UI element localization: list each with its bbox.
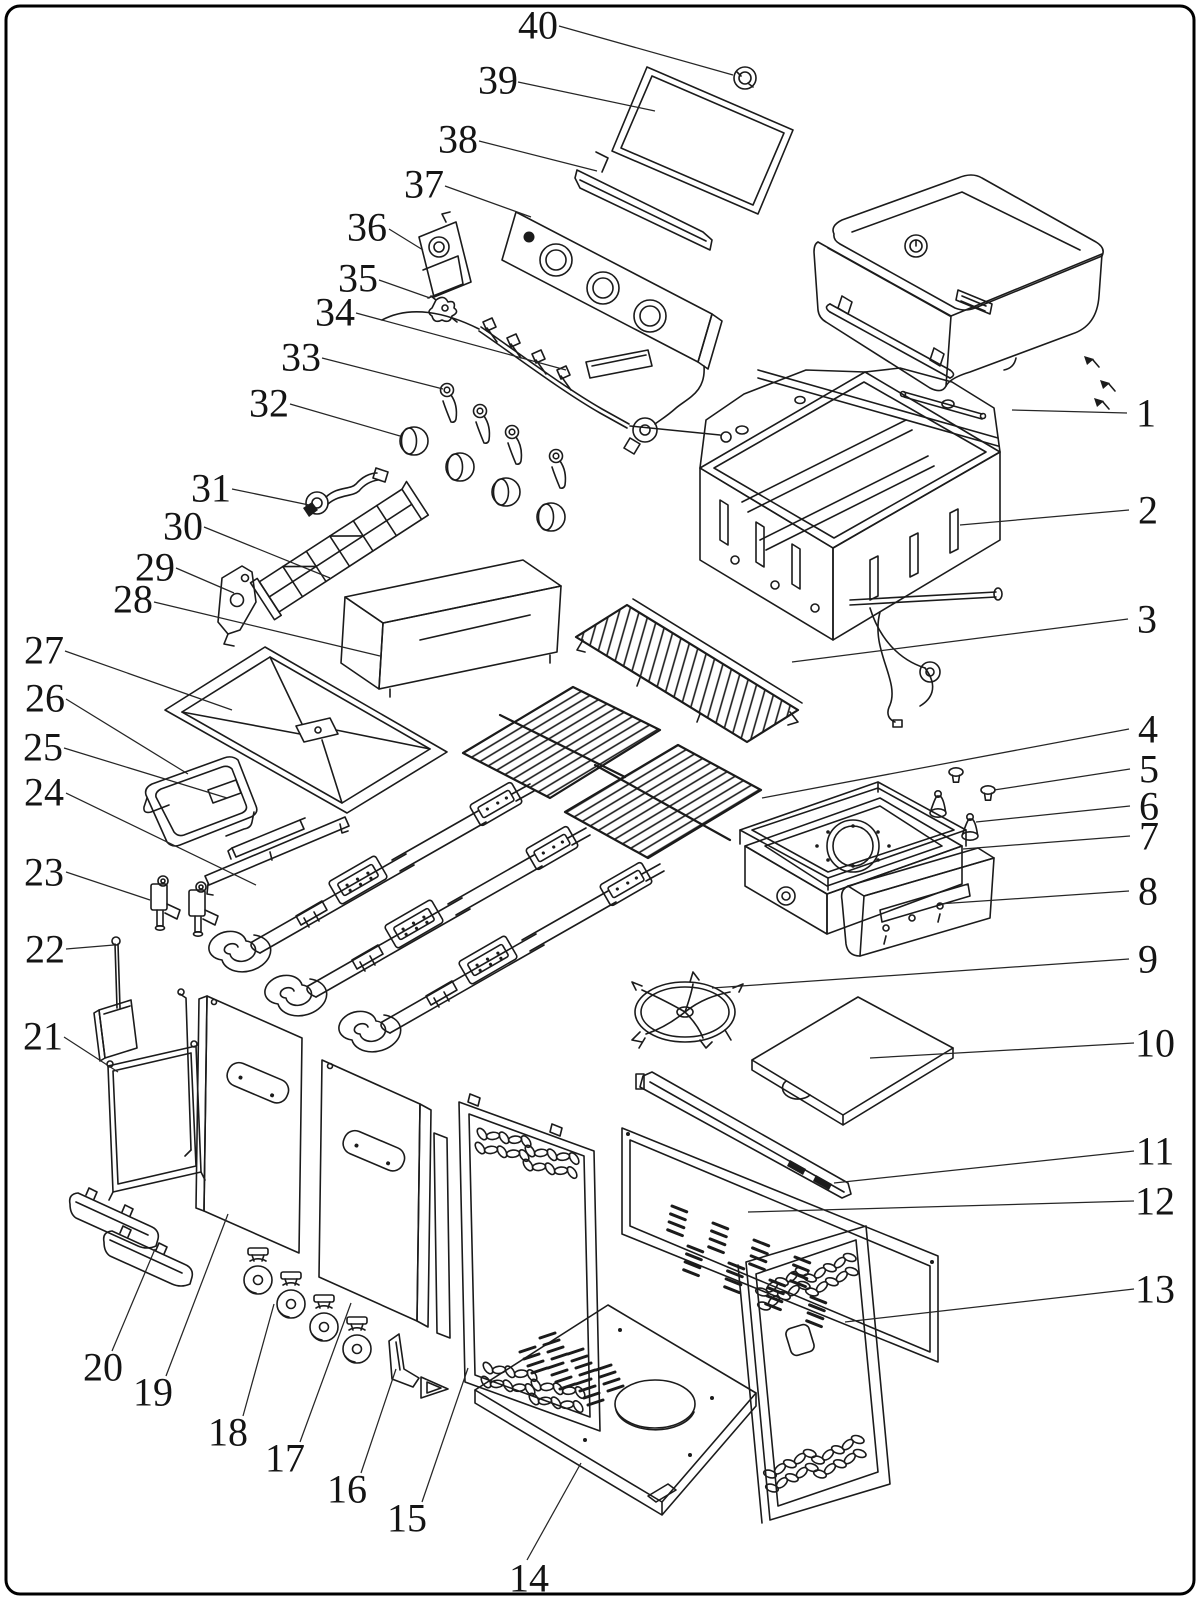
part-label-10: 10	[1135, 1021, 1175, 1066]
part-label-16: 16	[327, 1467, 367, 1512]
part-15-side-panel-drawing	[433, 1093, 601, 1432]
part-label-17: 17	[265, 1436, 305, 1481]
part-4-cooking-grates-drawing	[461, 685, 763, 860]
part-11-support-rail-drawing	[635, 1071, 852, 1199]
part-label-7: 7	[1139, 814, 1159, 859]
part-label-21: 21	[23, 1014, 63, 1059]
part-label-2: 2	[1138, 488, 1158, 533]
part-label-29: 29	[135, 545, 175, 590]
part-label-25: 25	[23, 725, 63, 770]
part-40-lid-knob-drawing	[733, 66, 757, 90]
part-label-19: 19	[133, 1370, 173, 1415]
part-label-23: 23	[24, 850, 64, 895]
side-burner-pan-drawing	[744, 797, 963, 935]
part-label-18: 18	[208, 1410, 248, 1455]
part-label-22: 22	[25, 927, 65, 972]
part-19-left-door-drawing	[195, 995, 303, 1254]
part-label-32: 32	[249, 381, 289, 426]
part-27-drip-pan-drawing	[164, 646, 448, 814]
part-label-4: 4	[1138, 707, 1158, 752]
part-10-side-shelf-drawing	[751, 996, 954, 1126]
part-28-grease-box-drawing	[340, 559, 562, 698]
part-14-bottom-panel-drawing	[474, 1304, 757, 1516]
part-label-13: 13	[1135, 1267, 1175, 1312]
part-label-24: 24	[24, 770, 64, 815]
part-label-3: 3	[1137, 597, 1157, 642]
part-label-37: 37	[404, 162, 444, 207]
part-label-12: 12	[1135, 1179, 1175, 1224]
part-label-30: 30	[163, 504, 203, 549]
part-label-9: 9	[1138, 937, 1158, 982]
part-label-28: 28	[113, 577, 153, 622]
part-13-rear-rope-panel-drawing	[737, 1225, 891, 1524]
part-3-warming-rack-drawing	[574, 598, 803, 744]
part-label-15: 15	[387, 1496, 427, 1541]
part-37-control-panel-drawing	[501, 211, 723, 455]
part-39-lid-window-drawing	[611, 66, 794, 215]
part-label-38: 38	[438, 117, 478, 162]
part-38-handle-bar-drawing	[574, 151, 713, 251]
part-label-20: 20	[83, 1345, 123, 1390]
part-label-6: 6	[1139, 784, 1159, 829]
part-label-39: 39	[478, 58, 518, 103]
part-2-firebox-drawing	[699, 367, 1003, 728]
part-label-31: 31	[191, 466, 231, 511]
part-label-40: 40	[518, 3, 558, 48]
part-label-5: 5	[1139, 747, 1159, 792]
part-label-8: 8	[1138, 869, 1158, 914]
line-art	[68, 66, 1116, 1524]
part-12-vented-panel-drawing	[621, 1127, 939, 1363]
part-7-side-burner-frame-drawing	[739, 781, 967, 891]
leader-lines	[63, 25, 1135, 1561]
part-31-gas-hose-drawing	[303, 467, 389, 517]
part-8-shelf-bracket-drawing	[840, 847, 995, 957]
part-label-33: 33	[281, 335, 321, 380]
part-label-11: 11	[1136, 1129, 1175, 1174]
part-label-35: 35	[338, 256, 378, 301]
part-9-burner-grate-drawing	[631, 971, 744, 1049]
part-29-mounting-bracket-drawing	[217, 565, 257, 647]
part-24-carryover-channels-drawing	[204, 816, 350, 896]
part-label-34: 34	[315, 290, 355, 335]
part-1-lid-drawing	[813, 174, 1104, 392]
part-label-27: 27	[24, 628, 64, 673]
part-36-igniter-module-drawing	[418, 211, 472, 299]
part-label-1: 1	[1136, 391, 1156, 436]
part-label-14: 14	[509, 1556, 549, 1600]
part-label-36: 36	[347, 205, 387, 250]
part-label-26: 26	[25, 676, 65, 721]
part-labels: 1 2 3 4 5 6 7 8 9 10 11 12 13 14 15 16 1…	[23, 3, 1175, 1600]
part-17-right-door-drawing	[318, 1059, 432, 1328]
